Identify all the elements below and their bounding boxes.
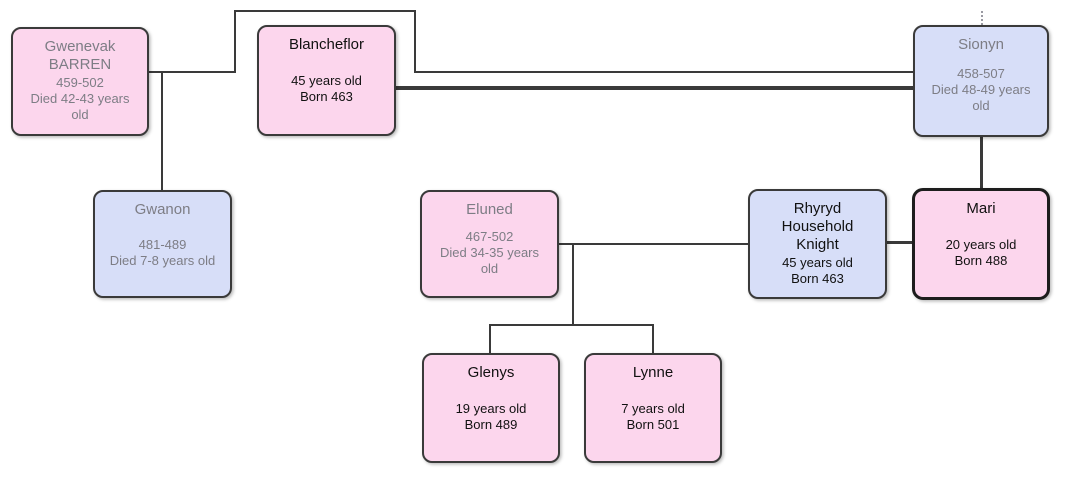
connector-gwenevak-sionyn-marriage-line <box>414 71 913 73</box>
person-lifespan: 459-502 <box>56 75 104 90</box>
connector-eluned-rhyryd-marriage-line <box>559 243 748 245</box>
connector-glenys-parent-line <box>489 324 491 353</box>
person-details: 458-507 Died 48-49 years old <box>925 54 1037 127</box>
person-node-eluned[interactable]: Eluned 467-502 Died 34-35 years old <box>420 190 559 298</box>
connector-children-drop-line <box>572 244 574 326</box>
person-node-gwenevak[interactable]: Gwenevak BARREN 459-502 Died 42-43 years… <box>11 27 149 136</box>
connector-gwenevak-marriage-stub <box>149 71 236 73</box>
connector-marriage-bracket-down <box>414 10 416 73</box>
person-death-note: Died 48-49 years old <box>931 81 1031 113</box>
person-name: Sionyn <box>958 36 1004 53</box>
person-details: 481-489 Died 7-8 years old <box>105 219 220 288</box>
person-age: 7 years old <box>621 400 685 416</box>
person-node-sionyn[interactable]: Sionyn 458-507 Died 48-49 years old <box>913 25 1049 137</box>
person-name: Glenys <box>467 364 515 381</box>
person-node-blancheflor[interactable]: Blancheflor 45 years old Born 463 <box>257 25 396 136</box>
ancestors-continuation-dotted-line <box>981 11 983 25</box>
person-node-lynne[interactable]: Lynne 7 years old Born 501 <box>584 353 722 463</box>
person-birth-note: Born 463 <box>300 89 353 104</box>
person-age: 45 years old <box>291 73 362 88</box>
person-death-note: Died 34-35 years old <box>440 244 539 276</box>
person-name: Gwanon <box>134 201 191 218</box>
person-node-gwanon[interactable]: Gwanon 481-489 Died 7-8 years old <box>93 190 232 298</box>
person-details: 19 years old Born 489 <box>434 382 548 453</box>
person-name: Mari <box>966 200 996 217</box>
person-death-note: Died 7-8 years old <box>109 252 216 268</box>
person-name: Eluned <box>466 201 513 218</box>
connector-sionyn-mari-parent-line <box>980 137 983 188</box>
person-birth-note: Born 501 <box>626 416 680 432</box>
person-death-note: Died 42-43 years old <box>30 91 130 122</box>
connector-marriage-bracket-up <box>234 10 236 73</box>
person-name: Lynne <box>632 364 674 381</box>
person-age: 19 years old <box>455 400 527 416</box>
connector-lynne-parent-line <box>652 324 654 353</box>
person-details: 467-502 Died 34-35 years old <box>432 219 547 288</box>
person-lifespan: 481-489 <box>138 236 187 252</box>
connector-gwanon-parent-line <box>161 71 163 190</box>
person-age: 20 years old <box>945 236 1017 252</box>
person-node-rhyryd[interactable]: Rhyryd Household Knight 45 years old Bor… <box>748 189 887 299</box>
connector-marriage-bracket-top <box>234 10 416 12</box>
person-details: 20 years old Born 488 <box>925 218 1037 289</box>
person-birth-note: Born 463 <box>791 270 844 286</box>
person-lifespan: 467-502 <box>465 228 514 244</box>
person-details: 45 years old Born 463 <box>269 54 384 126</box>
person-name: Blancheflor <box>288 36 365 53</box>
person-details: 459-502 Died 42-43 years old <box>23 74 137 126</box>
person-name: Gwenevak BARREN <box>44 38 116 73</box>
person-birth-note: Born 488 <box>954 252 1008 268</box>
connector-children-bracket <box>489 324 654 326</box>
person-name: Rhyryd Household Knight <box>781 200 854 253</box>
person-node-glenys[interactable]: Glenys 19 years old Born 489 <box>422 353 560 463</box>
connector-blancheflor-sionyn-marriage-line <box>395 86 913 90</box>
person-lifespan: 458-507 <box>957 65 1005 81</box>
person-details: 7 years old Born 501 <box>596 382 710 453</box>
connector-rhyryd-mari-marriage-line <box>887 241 912 244</box>
person-age: 45 years old <box>782 254 853 270</box>
person-node-mari[interactable]: Mari 20 years old Born 488 <box>912 188 1050 300</box>
person-birth-note: Born 489 <box>464 416 518 432</box>
person-details: 45 years old Born 463 <box>760 254 875 289</box>
